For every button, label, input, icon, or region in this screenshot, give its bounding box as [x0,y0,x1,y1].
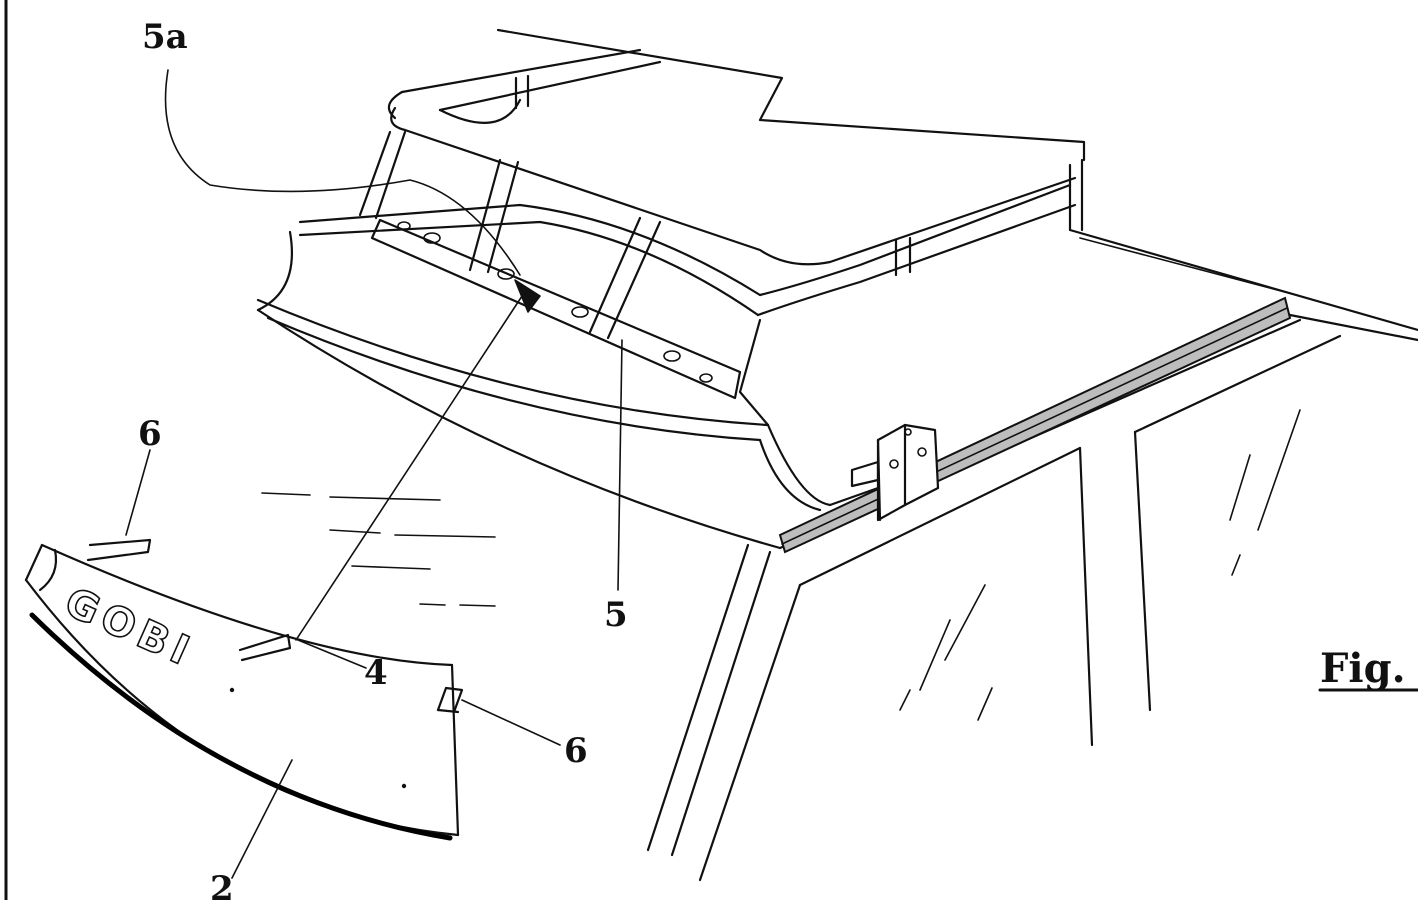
label-5: 5 [604,595,628,635]
label-5a: 5a [142,17,188,57]
figure-label: Fig. [1320,645,1406,692]
label-6-right: 6 [564,731,588,771]
label-4: 4 [364,653,388,693]
reference-labels: 5a 6 4 5 6 2 [138,17,628,900]
visor-panel: GOBI [24,538,464,841]
leader-lines [125,69,623,879]
vehicle-body [256,28,1418,882]
roof-rack [256,48,1084,512]
roof-rail [778,296,1292,554]
label-6-left: 6 [138,414,162,454]
figure-label-group: Fig. [1318,645,1418,692]
label-2: 2 [210,869,234,900]
